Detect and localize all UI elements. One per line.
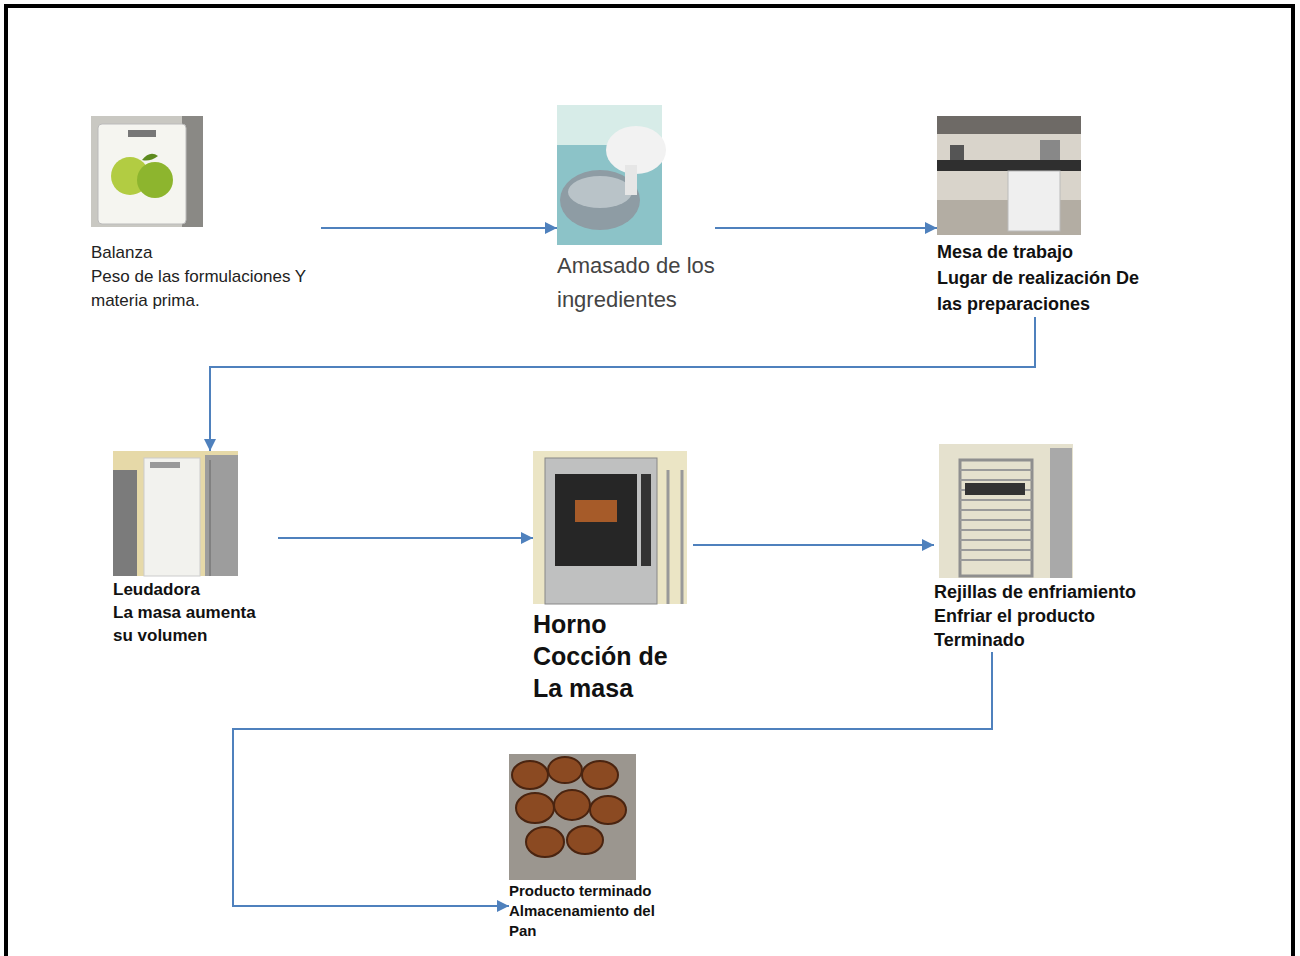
oven-photo <box>533 451 687 604</box>
node-title: Mesa de trabajo <box>937 239 1142 265</box>
flow-arrow <box>715 227 937 229</box>
scale-station: BalanzaPeso de las formulaciones Y mater… <box>91 116 321 313</box>
rack-photo <box>939 444 1073 578</box>
node-title: Leudadora <box>113 578 278 601</box>
oven-station: HornoCocción de La masa <box>533 451 693 704</box>
node-description: Peso de las formulaciones Y materia prim… <box>91 265 321 313</box>
proofer-photo <box>113 451 238 576</box>
mixer-photo <box>557 105 666 245</box>
pastry-photo <box>509 754 636 880</box>
finished-product: Producto terminadoAlmacenamiento del Pan <box>509 754 684 941</box>
table-photo <box>937 116 1081 235</box>
node-description: La masa aumenta su volumen <box>113 601 278 647</box>
node-title: Producto terminado <box>509 881 684 901</box>
mixing-station: Amasado de los ingredientes <box>557 105 715 317</box>
node-description: Cocción de La masa <box>533 640 693 704</box>
node-title: Amasado de los ingredientes <box>557 249 715 317</box>
node-description: Almacenamiento del Pan <box>509 901 684 941</box>
node-title: Balanza <box>91 241 321 265</box>
node-description: Lugar de realización De las preparacione… <box>937 265 1142 317</box>
work-table: Mesa de trabajoLugar de realización De l… <box>937 116 1142 317</box>
node-description: Enfriar el producto Terminado <box>934 604 1159 652</box>
flow-arrow <box>321 227 557 229</box>
node-title: Rejillas de enfriamiento <box>934 580 1159 604</box>
flow-arrow <box>278 537 533 539</box>
flow-arrow <box>693 544 934 546</box>
proofer-station: LeudadoraLa masa aumenta su volumen <box>113 451 278 647</box>
scale-photo <box>91 116 203 227</box>
cooling-rack: Rejillas de enfriamientoEnfriar el produ… <box>934 444 1159 652</box>
node-title: Horno <box>533 608 693 640</box>
flow-arrow <box>210 317 1035 451</box>
page-frame <box>6 6 1293 956</box>
